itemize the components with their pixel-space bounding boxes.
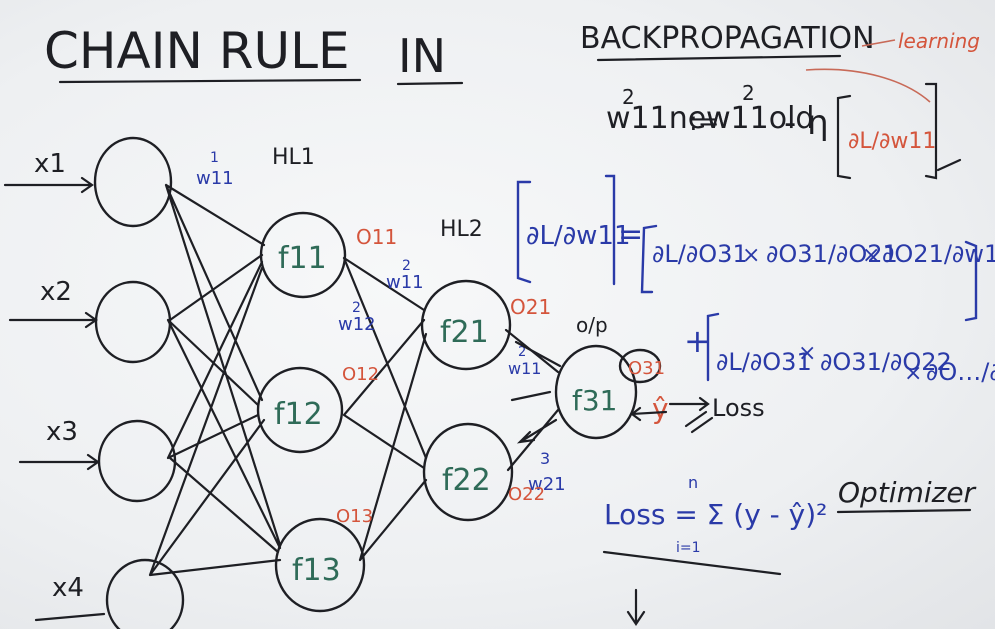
update-bracket-left [836, 94, 852, 180]
chain1-term-3: ∂O21/∂w11 [882, 240, 995, 268]
hidden2-node-2 [422, 422, 514, 522]
layer-label-hl1: HL1 [272, 145, 315, 170]
chain2-term-1: ∂L/∂O31 [716, 348, 812, 376]
learning-arrow [861, 39, 896, 47]
loss-sum-bottom: i=1 [676, 540, 701, 556]
input-node-4 [105, 558, 185, 629]
chain-bracket-right [964, 240, 978, 322]
weight-w111-sup: 1 [210, 150, 219, 166]
hidden2-label-2: f22 [442, 463, 491, 498]
input-label-3: x3 [46, 417, 78, 447]
o31-circle [618, 348, 662, 384]
chain1-op-2: × [862, 243, 880, 268]
output-node [554, 344, 638, 440]
loss-formula: Loss = Σ (y - ŷ)² [604, 498, 827, 531]
chain2-op-2: × [904, 361, 922, 386]
chain-lhs: ∂L/∂w11 [526, 221, 630, 251]
learning-curve [805, 68, 931, 103]
backprop-ticks [684, 410, 714, 434]
hidden1-label-2: f12 [274, 397, 323, 432]
loss-arrow-label: Loss [712, 394, 765, 422]
chain-bracket-left [640, 224, 658, 294]
title-backpropagation: BACKPROPAGATION [580, 21, 875, 56]
chain1-term-1: ∂L/∂O31 [652, 240, 748, 268]
title-in-underline [396, 81, 464, 86]
hidden2-node-1 [420, 279, 512, 371]
hidden1-node-1 [259, 211, 347, 299]
chain-equals: = [618, 217, 643, 252]
weight-w321: w21 [528, 474, 566, 495]
backprop-arrows-1 [510, 340, 562, 402]
layer-label-op: o/p [576, 313, 608, 337]
weight-w111: w11 [196, 168, 234, 189]
input-label-4: x4 [52, 573, 84, 603]
hidden1-node-2 [256, 366, 344, 454]
input-node-2 [94, 280, 172, 364]
back-arrow [630, 406, 668, 422]
chain2-term-2: ∂O31/∂O22 [820, 348, 952, 376]
chain1-op-1: × [742, 243, 760, 268]
learning-annotation: learning [898, 29, 980, 53]
optimizer-underline [836, 508, 972, 514]
update-lhs-sup: 2 [622, 85, 635, 109]
output-o13: O13 [336, 506, 373, 527]
chain2-term-3: ∂O…/∂w… [926, 358, 995, 386]
backprop-arrows-2 [516, 418, 558, 444]
title-chain-rule: CHAIN RULE [44, 22, 350, 80]
output-label: f31 [572, 384, 618, 417]
hidden2-label-1: f21 [440, 315, 489, 350]
weight-w311: w11 [508, 359, 541, 378]
loss-underline [602, 550, 782, 576]
loss-arrow [668, 396, 710, 412]
weight-w311-sup: 2 [518, 345, 526, 360]
update-grad: ∂L/∂w11 [848, 129, 936, 154]
output-o12: O12 [342, 364, 379, 385]
update-minus-eta: - η [784, 103, 829, 143]
output-o11: O11 [356, 225, 397, 249]
update-rhs: w11old [706, 101, 814, 136]
weight-w321-sup: 3 [540, 449, 550, 468]
update-assign: := [689, 107, 720, 137]
output-o22: O22 [508, 484, 545, 505]
backprop-underline [596, 54, 842, 62]
loss-down-arrow [626, 588, 646, 626]
weight-w212-sup: 2 [352, 300, 361, 316]
weight-w211-sup: 2 [402, 258, 411, 274]
layer-label-hl2: HL2 [440, 217, 483, 242]
update-rhs-sup: 2 [742, 81, 755, 105]
input-node-3 [97, 419, 177, 503]
yhat-label: ŷ [652, 392, 669, 425]
title-underline [58, 78, 362, 84]
optimizer-label: Optimizer [838, 476, 977, 509]
hidden1-label-3: f13 [292, 553, 341, 588]
update-arrow [936, 158, 962, 172]
update-lhs: w11new [606, 101, 731, 136]
chain1-term-2: ∂O31/∂O21 [766, 240, 898, 268]
update-bracket-right [924, 82, 938, 180]
hidden1-label-1: f11 [278, 241, 327, 276]
title-in: IN [398, 29, 446, 83]
o31-label: O31 [628, 358, 665, 379]
output-o21: O21 [510, 295, 551, 319]
loss-sum-top: n [688, 473, 698, 492]
hidden1-node-3 [274, 517, 366, 613]
weight-w212: w12 [338, 314, 376, 335]
chain-lhs-bracket-left [516, 180, 532, 284]
input-node-1 [93, 136, 173, 228]
chain-lhs-bracket-right [604, 174, 616, 286]
chain2-plus: + [684, 322, 711, 360]
chain2-bracket [706, 312, 720, 382]
input-label-1: x1 [34, 149, 66, 179]
chain2-op-1: × [798, 341, 816, 366]
weight-w211: w11 [386, 272, 424, 293]
input-label-2: x2 [40, 277, 72, 307]
